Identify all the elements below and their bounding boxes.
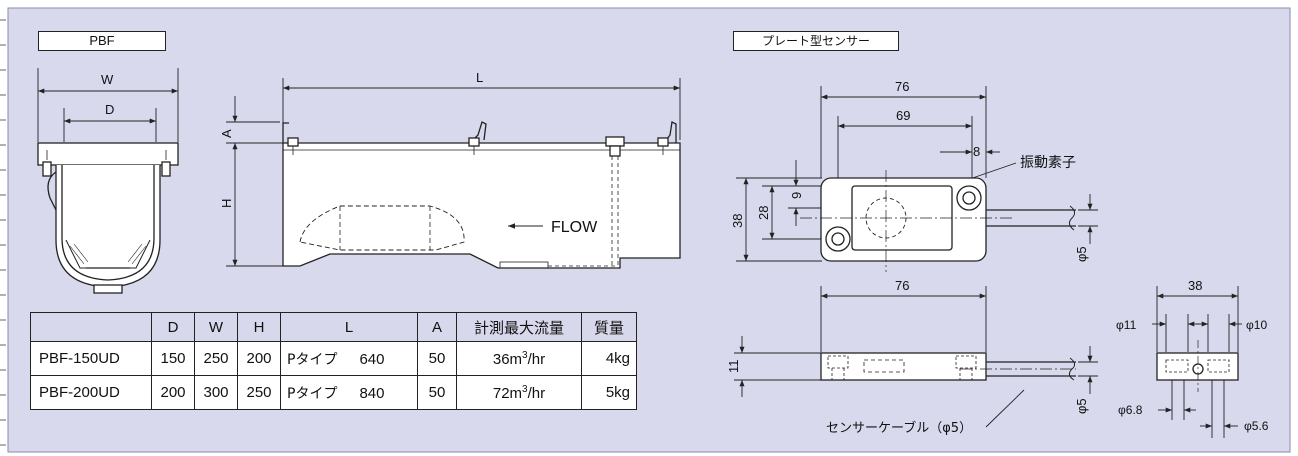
sensor-dim-8: 8	[973, 144, 980, 159]
l-type: Pタイプ	[287, 385, 338, 402]
sensor-side-view	[734, 286, 1098, 428]
w-cell: 300	[194, 375, 238, 410]
table-row: PBF-200UD 200 300 250 Pタイプ 840 50 72m3/hr…	[30, 375, 637, 410]
l-value: 840	[359, 384, 385, 402]
pbf-front-view	[37, 68, 179, 294]
dim-w-label: W	[101, 72, 114, 87]
d-cell: 200	[151, 375, 195, 410]
dim-h-label: H	[219, 199, 234, 208]
sensor-dim-phi6-8: φ6.8	[1118, 403, 1143, 417]
model-cell: PBF-200UD	[30, 375, 152, 410]
sensor-dim-phi5-6: φ5.6	[1244, 419, 1269, 433]
sensor-dim-76-top: 76	[895, 79, 909, 94]
l-value: 640	[359, 350, 385, 368]
pbf-side-view	[226, 78, 681, 269]
table-header-cell: 質量	[581, 312, 637, 342]
w-cell: 250	[194, 341, 238, 376]
table-header-cell	[30, 312, 152, 342]
table-header-cell: A	[417, 312, 457, 342]
sensor-dim-28: 28	[756, 206, 771, 220]
spec-table: D W H L A 計測最大流量 質量 PBF-150UD 150 250 20…	[30, 312, 637, 410]
model-cell: PBF-150UD	[30, 341, 152, 376]
sensor-dim-phi5-side: φ5	[1074, 398, 1089, 414]
sensor-top-view	[736, 86, 1098, 272]
table-row: PBF-150UD 150 250 200 Pタイプ 640 50 36m3/hr…	[30, 341, 637, 376]
flow-unit: /hr	[527, 350, 546, 368]
l-type: Pタイプ	[287, 351, 338, 368]
sensor-title-box: プレート型センサー	[733, 31, 899, 51]
mass-cell: 5kg	[581, 375, 637, 410]
flow-label: FLOW	[551, 219, 598, 236]
flow-cell: 72m3/hr	[456, 375, 582, 410]
flow-sup: 3	[522, 349, 528, 361]
l-cell: Pタイプ 640	[280, 341, 418, 376]
table-header-cell: D	[151, 312, 195, 342]
h-cell: 200	[237, 341, 281, 376]
sensor-dim-76-side: 76	[895, 278, 909, 293]
sensor-end-view	[1152, 286, 1242, 438]
mass-cell: 4kg	[581, 341, 637, 376]
table-header-cell: L	[280, 312, 418, 342]
table-header-row: D W H L A 計測最大流量 質量	[30, 312, 637, 342]
sensor-dim-38-end: 38	[1188, 278, 1202, 293]
a-cell: 50	[417, 341, 457, 376]
sensor-dim-69: 69	[896, 108, 910, 123]
a-cell: 50	[417, 375, 457, 410]
sensor-element-label: 振動素子	[1020, 155, 1076, 171]
sensor-dim-phi11: φ11	[1116, 318, 1137, 332]
flow-num: 72m	[492, 384, 523, 402]
dim-d-label: D	[105, 102, 114, 117]
flow-cell: 36m3/hr	[456, 341, 582, 376]
flow-num: 36m	[492, 350, 523, 368]
sensor-dim-9: 9	[789, 192, 804, 199]
dim-l-label: L	[476, 70, 483, 85]
table-header-cell: W	[194, 312, 238, 342]
table-header-cell: H	[237, 312, 281, 342]
sensor-dim-11: 11	[726, 360, 741, 374]
table-header-cell: 計測最大流量	[456, 312, 582, 342]
h-cell: 250	[237, 375, 281, 410]
sensor-dim-38-v: 38	[730, 214, 745, 228]
pbf-title-box: PBF	[38, 31, 166, 51]
sensor-dim-phi5-top: φ5	[1074, 246, 1089, 262]
sensor-cable-label: センサーケーブル（φ5）	[826, 420, 972, 436]
ruler-ticks	[0, 19, 6, 446]
dim-a-label: A	[219, 129, 234, 138]
d-cell: 150	[151, 341, 195, 376]
flow-sup: 3	[522, 383, 528, 395]
l-cell: Pタイプ 840	[280, 375, 418, 410]
sensor-dim-phi10: φ10	[1246, 318, 1267, 332]
flow-unit: /hr	[527, 384, 546, 402]
